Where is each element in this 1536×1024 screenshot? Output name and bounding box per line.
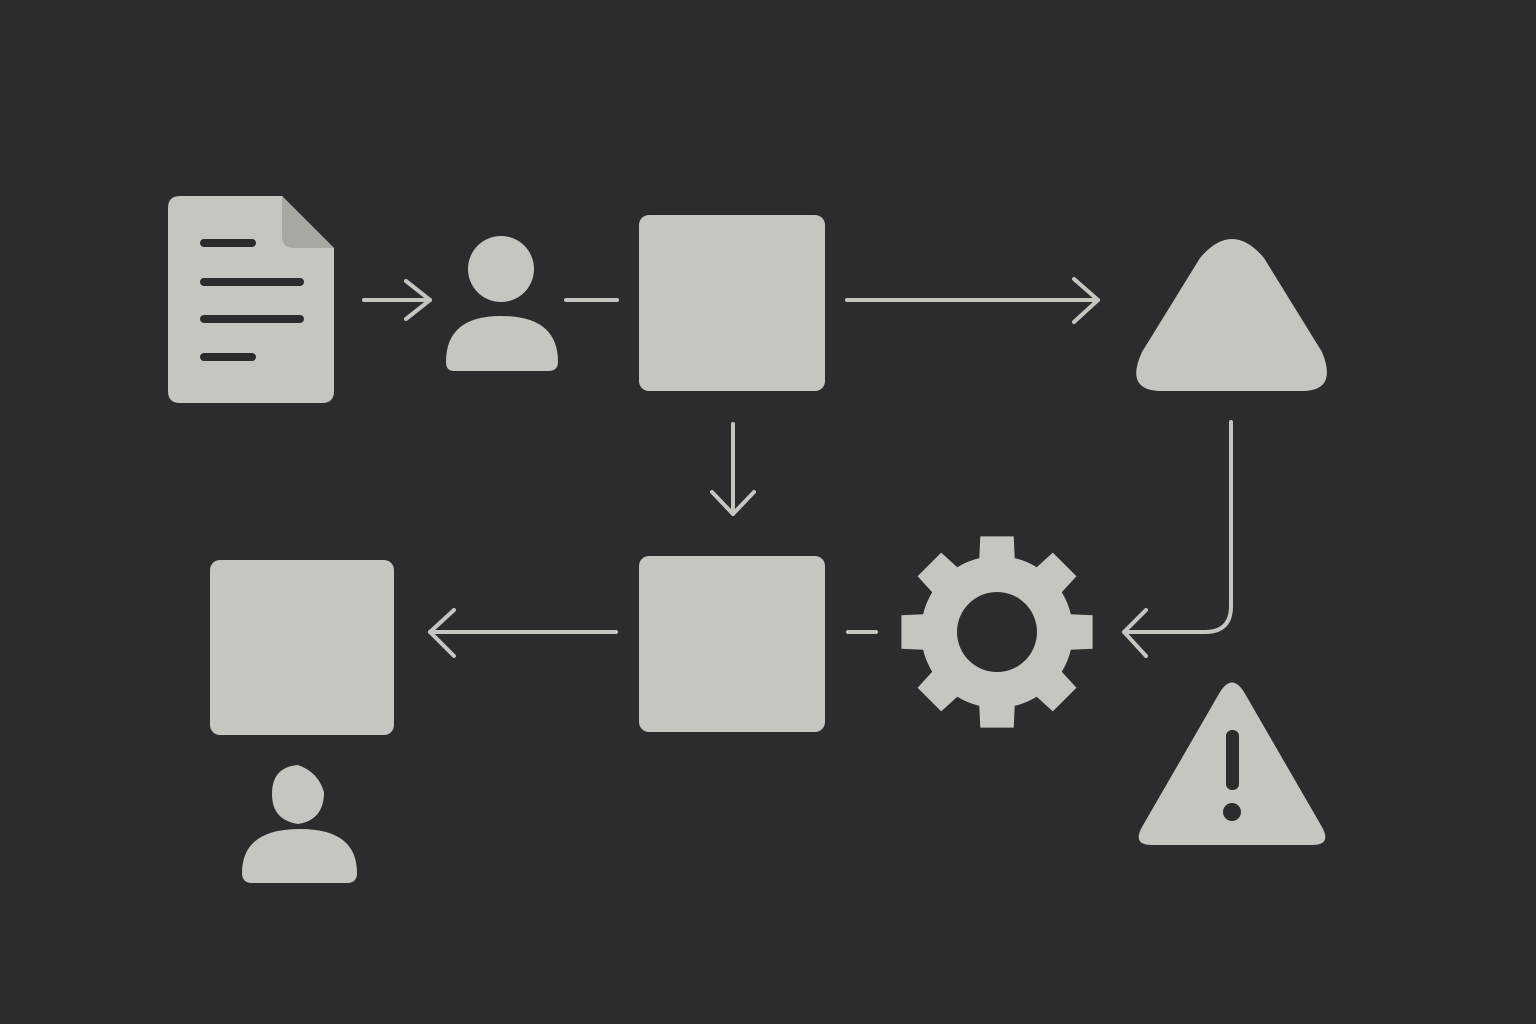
connector-box-left [428,608,618,658]
connector-box-down [710,422,756,516]
warning-icon[interactable] [1138,682,1326,846]
process-box-left[interactable] [210,560,394,735]
document-icon[interactable] [168,196,334,403]
connector-triangle-gear [1122,420,1233,658]
connector-document-user [362,279,432,321]
process-box-top[interactable] [639,215,825,391]
process-box-bottom[interactable] [639,556,825,732]
gear-icon[interactable] [901,536,1093,728]
user-icon-top[interactable] [446,236,558,371]
user-icon-bottom[interactable] [242,765,357,883]
triangle-icon[interactable] [1136,239,1327,391]
connector-box-triangle [845,277,1100,324]
